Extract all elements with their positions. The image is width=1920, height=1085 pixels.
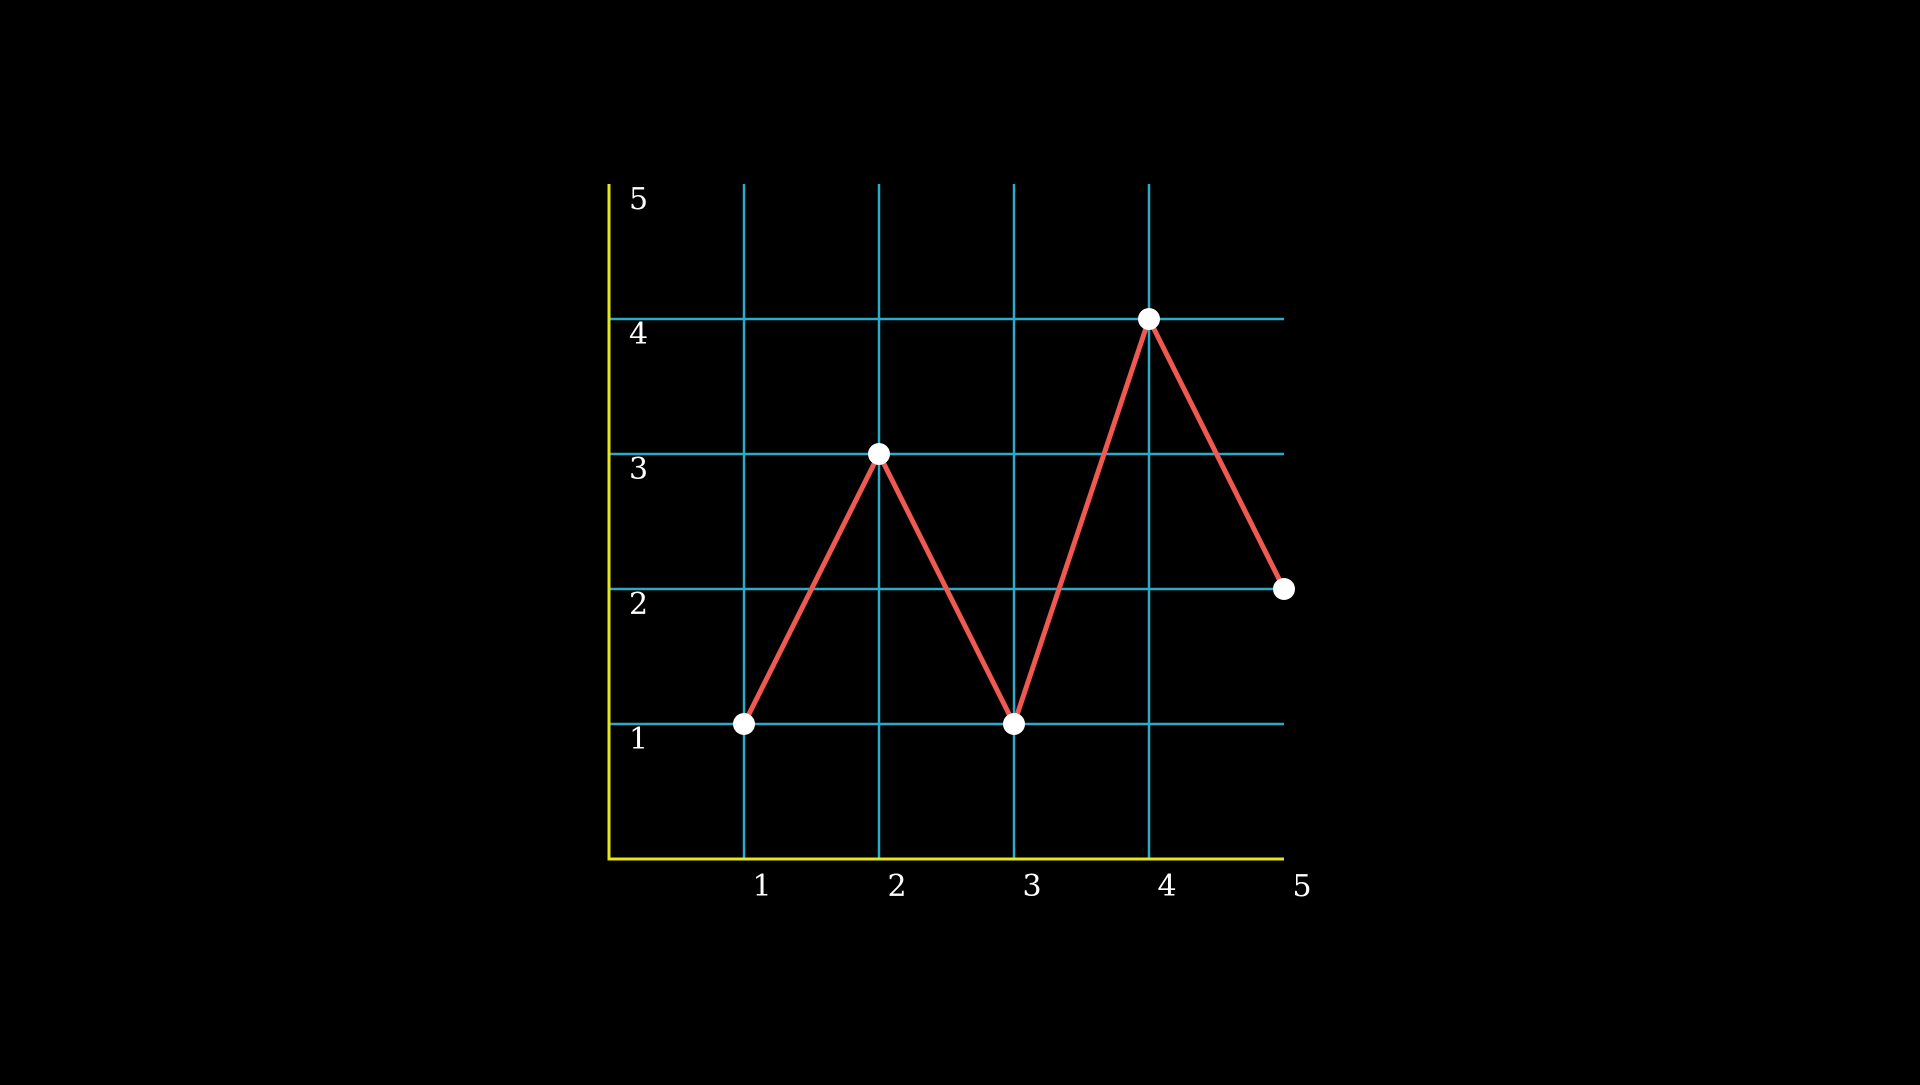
x-tick-label-1: 1	[752, 869, 771, 904]
data-point-4	[1138, 308, 1160, 330]
grid-lines	[609, 184, 1284, 859]
y-tick-label-4: 4	[629, 317, 648, 352]
x-tick-label-4: 4	[1157, 869, 1176, 904]
x-tick-label-3: 3	[1022, 869, 1041, 904]
y-tick-label-5: 5	[629, 182, 648, 217]
data-point-2	[868, 443, 890, 465]
data-points	[733, 308, 1295, 735]
axes	[607, 184, 1284, 861]
data-point-5	[1273, 578, 1295, 600]
data-point-1	[733, 713, 755, 735]
y-tick-label-2: 2	[629, 587, 648, 622]
y-tick-label-1: 1	[629, 722, 648, 757]
data-point-3	[1003, 713, 1025, 735]
tick-labels: 1 2 3 4 5 1 2 3 4 5	[629, 182, 1312, 904]
y-tick-label-3: 3	[629, 452, 648, 487]
x-tick-label-2: 2	[887, 869, 906, 904]
x-tick-label-5: 5	[1292, 869, 1311, 904]
